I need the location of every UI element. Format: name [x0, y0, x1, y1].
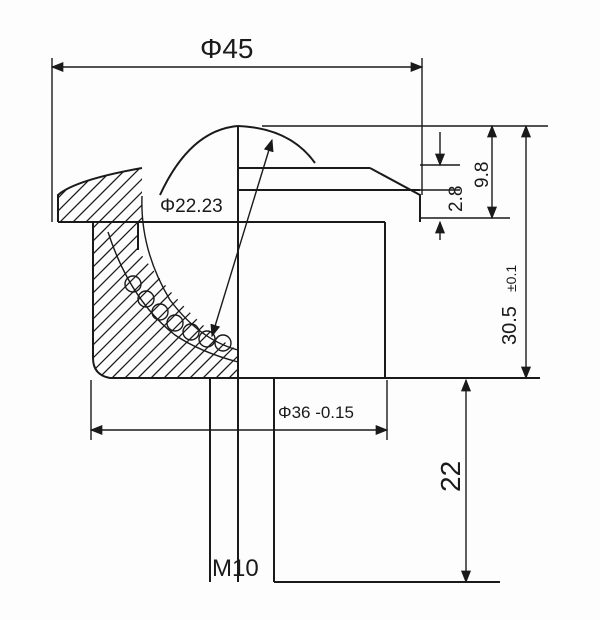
stud-diameter-label: Φ36 -0.15 — [278, 403, 354, 422]
total-height-tolerance-label: ±0.1 — [503, 265, 519, 292]
thread-label: M10 — [212, 555, 259, 582]
support-balls — [124, 275, 232, 352]
ball-projection-label: 9.8 — [472, 162, 493, 188]
ball-diameter-label: Φ22.23 — [160, 196, 223, 217]
flange-thickness-label: 2.8 — [446, 186, 467, 212]
outer-diameter-label: Φ45 — [200, 33, 253, 64]
extension-lines — [51, 58, 548, 440]
stud-length-label: 22 — [435, 461, 466, 492]
transfer-ball — [107, 125, 316, 363]
dimension-lines — [50, 61, 532, 584]
total-height-label: 30.5 — [499, 306, 521, 345]
